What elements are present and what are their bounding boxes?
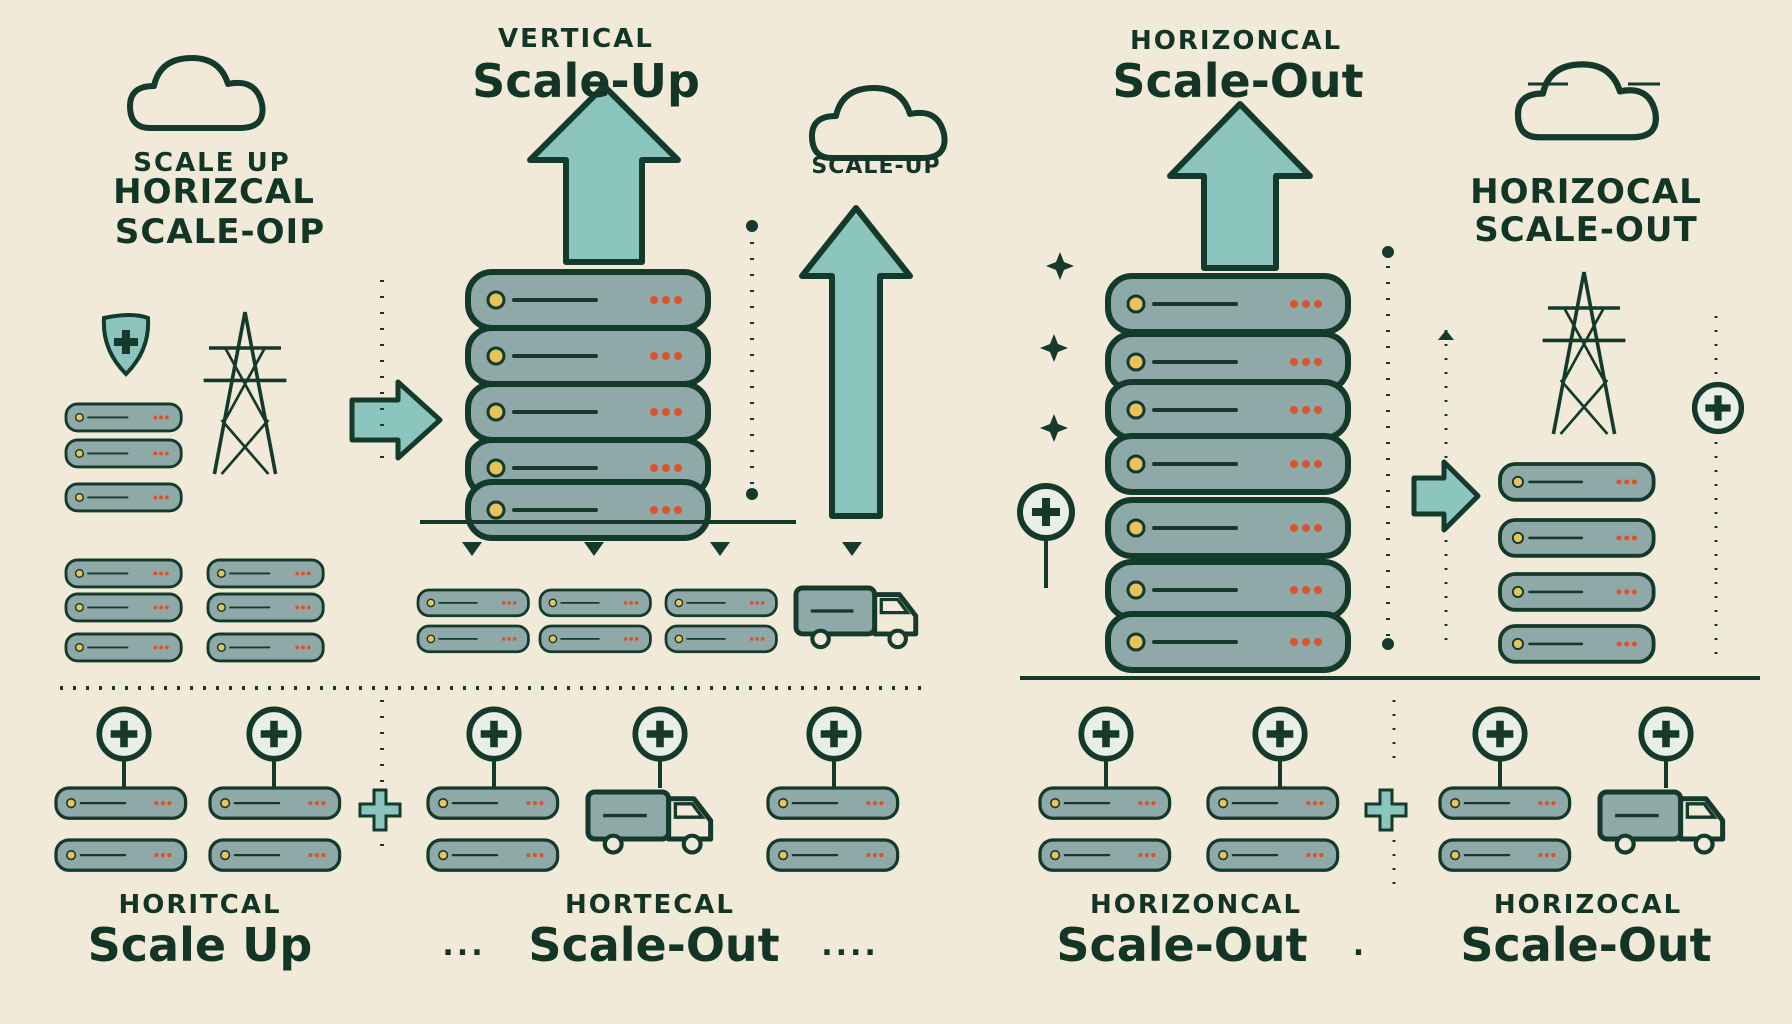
label-horitcal: HORITCAL	[118, 890, 282, 920]
server-stack-icon	[1108, 276, 1348, 670]
right-arrow-icon	[1411, 459, 1481, 533]
up-arrow-icon	[799, 205, 913, 519]
transmission-tower-icon	[201, 310, 289, 476]
dots-right: ....	[821, 928, 879, 963]
title-bottom-scale-out-3: Scale-Out	[1460, 918, 1712, 972]
label-vertical: VERTICAL	[498, 24, 654, 54]
label-hortecal: HORTECAL	[565, 890, 735, 920]
server-stack-icon	[1498, 462, 1656, 664]
sparkle-icon	[1040, 252, 1074, 442]
label-scale-up-small: SCALE UP	[133, 148, 291, 178]
shield-plus-icon	[101, 313, 151, 377]
truck-icon	[796, 588, 916, 647]
title-bottom-scale-out-1: Scale-Out	[528, 918, 780, 972]
title-horizontal-scale-out: Scale-Out	[1112, 54, 1364, 108]
server-stack-icon	[416, 588, 778, 654]
title-bottom-scale-up: Scale Up	[87, 918, 313, 972]
label-cloud-scale-up: SCALE-UP	[811, 154, 941, 179]
plus-icon	[358, 788, 1408, 832]
plus-circle-icon	[99, 709, 1690, 758]
label-horizocal-bottom: HORIZOCAL	[1493, 890, 1683, 920]
label-horizcal: HORIZCAL	[113, 172, 315, 212]
label-horizocal: HORIZOCAL	[1470, 172, 1702, 212]
cloud-icon	[130, 58, 263, 128]
label-horizoncal-bottom: HORIZONCAL	[1089, 890, 1303, 920]
plus-circle-icon	[1020, 486, 1072, 538]
dots-left: ...	[442, 928, 486, 963]
label-scale-oip: SCALE-OIP	[114, 212, 326, 252]
cloud-icon	[812, 88, 945, 158]
plus-circle-icon	[1695, 385, 1742, 432]
label-scale-out-right: SCALE-OUT	[1474, 210, 1698, 250]
up-arrow-icon	[1167, 101, 1313, 271]
server-stack-icon	[468, 272, 708, 538]
server-stack-icon	[54, 786, 1572, 872]
right-arrow-icon	[349, 379, 443, 461]
title-bottom-scale-out-2: Scale-Out	[1056, 918, 1308, 972]
down-arrow-icon	[462, 542, 862, 556]
transmission-tower-icon	[1540, 270, 1628, 436]
server-stack-icon	[64, 402, 183, 513]
server-stack-icon	[64, 558, 325, 663]
title-vertical-scale-up: Scale-Up	[472, 54, 700, 108]
label-horizoncal: HORIZONCAL	[1129, 26, 1343, 56]
dot-single: .	[1352, 928, 1368, 963]
up-arrow-icon	[527, 83, 681, 265]
cloud-icon	[1518, 64, 1660, 137]
